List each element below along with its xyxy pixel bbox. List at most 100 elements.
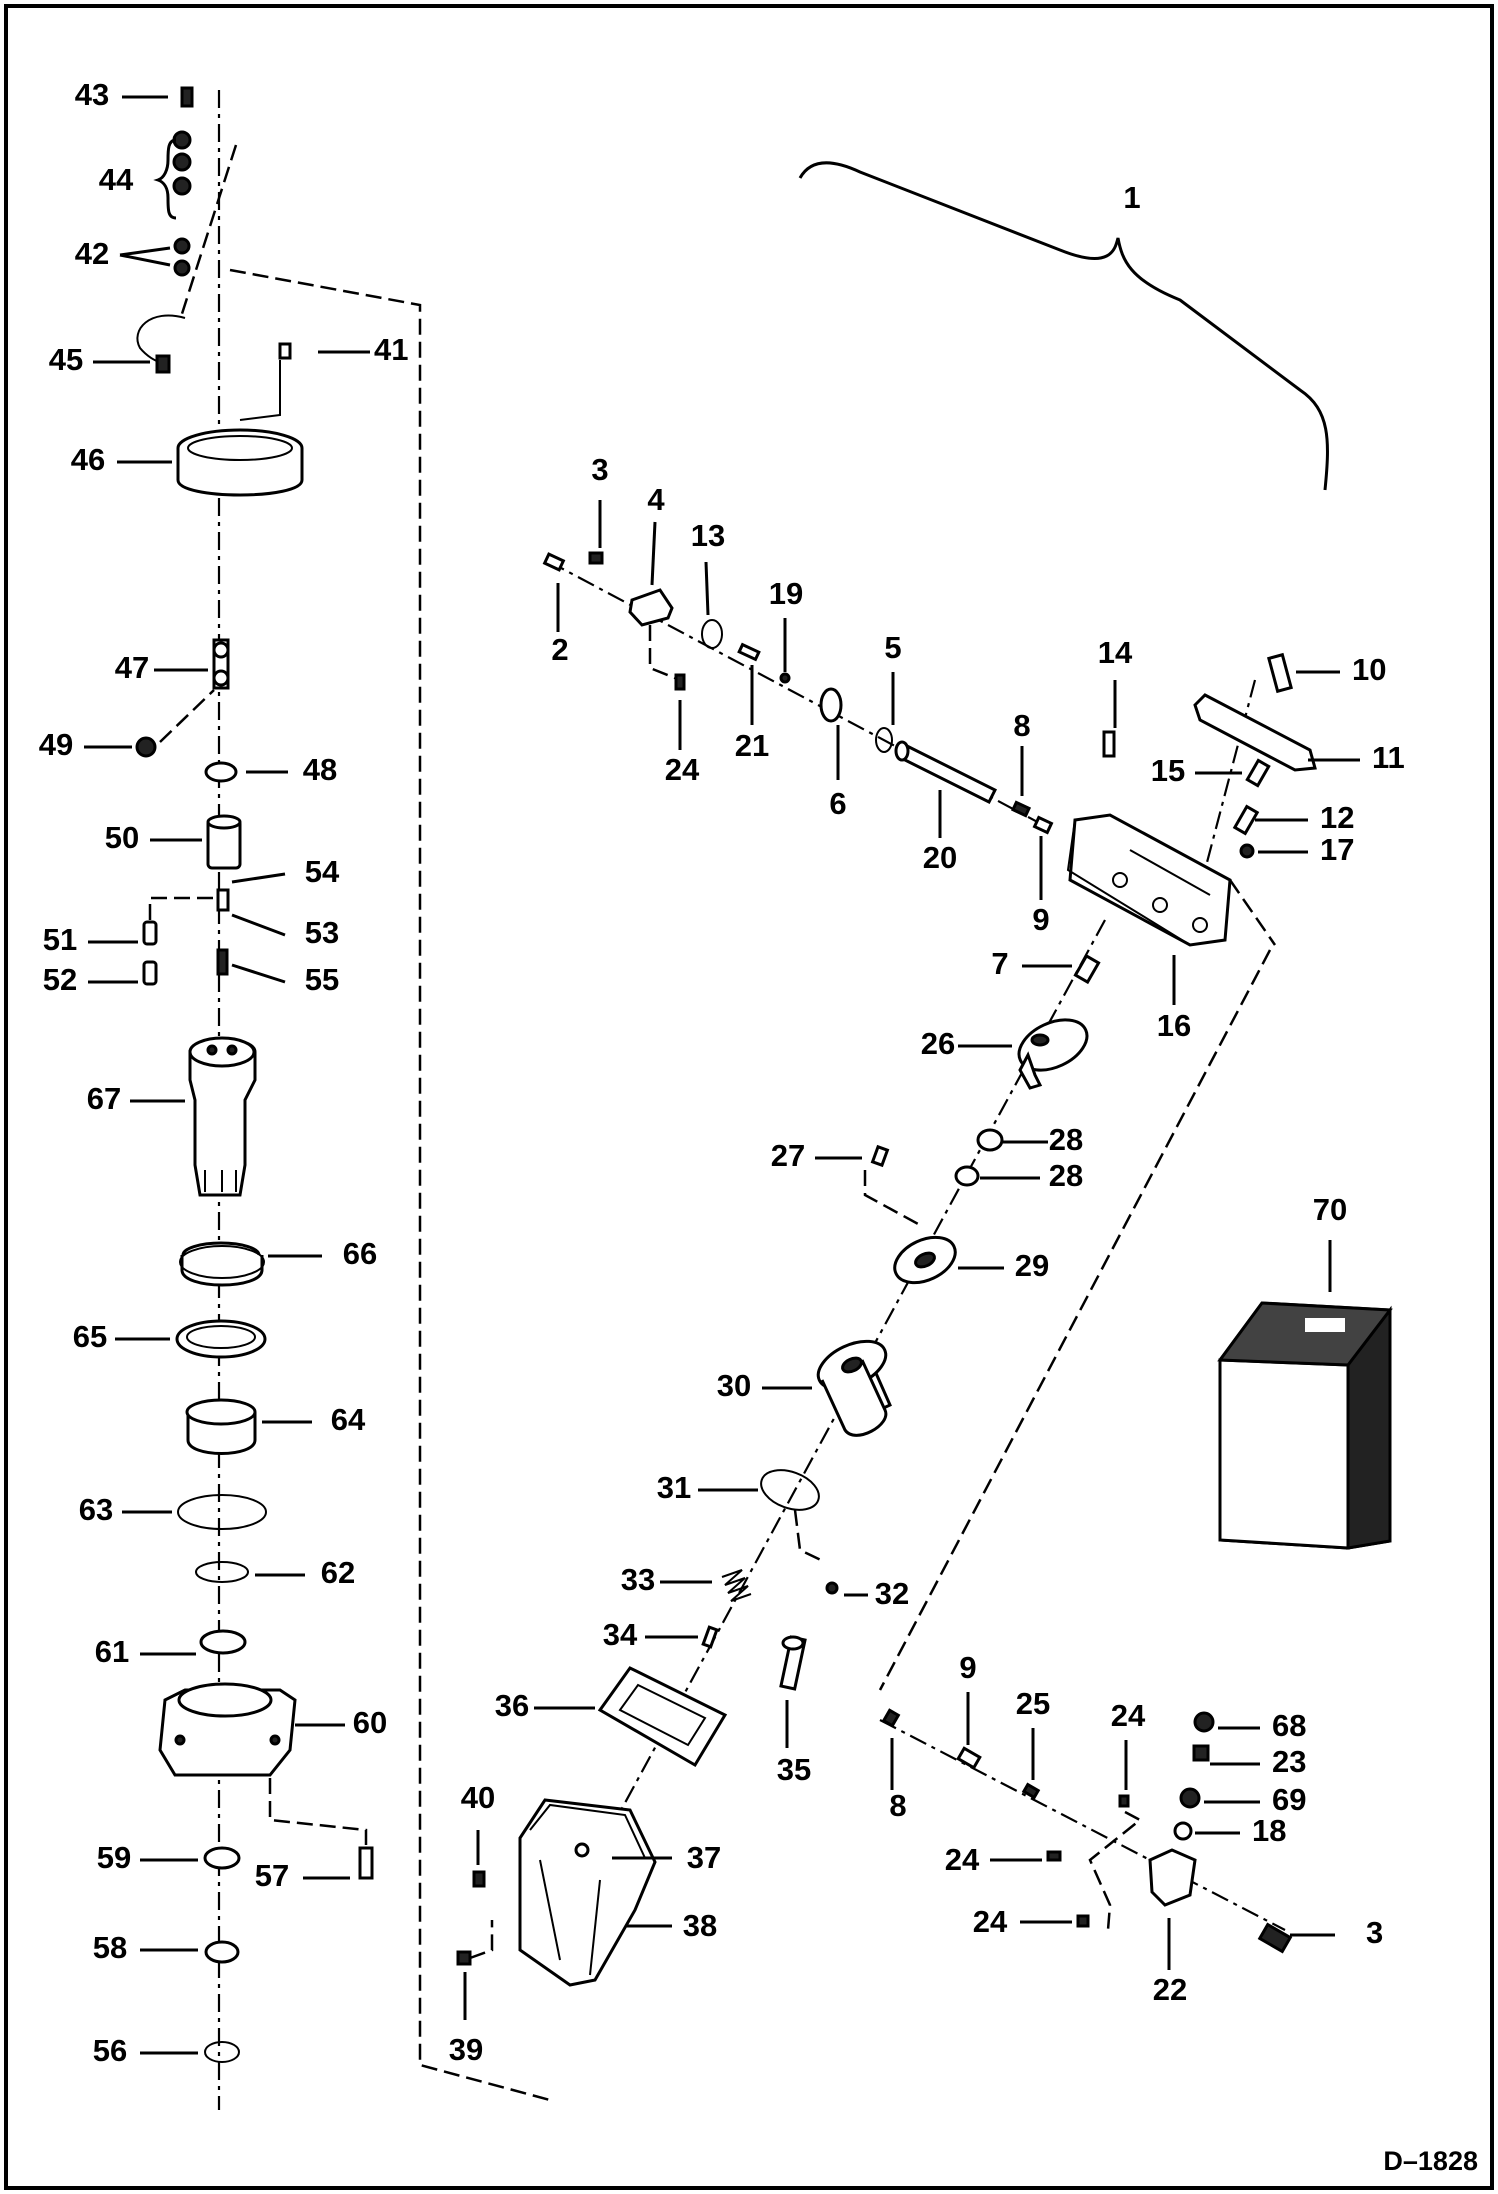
part-60-hole-a [174, 1734, 186, 1746]
part-16-port-c [1192, 917, 1208, 933]
part-3-lower-bolt [1257, 1922, 1293, 1954]
part-44-washer-c [172, 176, 192, 196]
part-59-seal [203, 1846, 241, 1870]
leader-54 [231, 872, 286, 884]
part-12-pin [1232, 804, 1260, 836]
left-outline-dashed [229, 268, 551, 2102]
callout-14: 14 [1098, 635, 1133, 670]
part-39-guide [469, 1920, 494, 1960]
callout-51: 51 [43, 922, 77, 957]
callout-48: 48 [303, 752, 337, 787]
part-16-port-a [1112, 872, 1128, 888]
part-67-head [188, 1036, 256, 1068]
part-38-edge-a [539, 1859, 561, 1961]
callout-30: 30 [717, 1368, 751, 1403]
top-guide-dashed [178, 144, 238, 321]
leader-53 [231, 913, 286, 937]
callout-46: 46 [71, 442, 105, 477]
part-17-ball [1239, 843, 1255, 859]
part-16-port-b [1152, 897, 1168, 913]
part-48-ring [204, 761, 238, 783]
part-15-pin [1245, 758, 1271, 788]
part-24-pin-right [1118, 1794, 1130, 1808]
callout-41: 41 [374, 332, 408, 367]
part-66-edge [179, 1245, 265, 1279]
callout-55: 55 [305, 962, 339, 997]
callout-28a: 28 [1049, 1122, 1083, 1157]
part-32-guide [793, 1509, 826, 1564]
callout-58: 58 [93, 1930, 127, 1965]
callout-4: 4 [647, 482, 665, 517]
callout-61: 61 [95, 1634, 129, 1669]
part-24-guide-top [648, 625, 681, 682]
part-42-ball-b [173, 259, 191, 277]
valve-block-axis [1203, 679, 1257, 871]
callout-3-lower: 3 [1366, 1915, 1383, 1950]
callout-22: 22 [1153, 1972, 1187, 2007]
callout-17: 17 [1320, 832, 1354, 867]
right-outline-dashed-b [1228, 879, 1277, 946]
callout-15: 15 [1151, 753, 1185, 788]
part-32-ball [825, 1581, 839, 1595]
callout-62: 62 [321, 1555, 355, 1590]
callout-10: 10 [1352, 652, 1386, 687]
callout-69: 69 [1272, 1782, 1306, 1817]
part-41-plug [278, 342, 292, 360]
callout-70: 70 [1313, 1192, 1347, 1227]
part-39-plug [456, 1950, 472, 1966]
callout-16: 16 [1157, 1008, 1191, 1043]
callout-36: 36 [495, 1688, 529, 1723]
callout-7: 7 [991, 946, 1008, 981]
callout-11: 11 [1372, 740, 1405, 775]
part-50-top [206, 814, 242, 830]
brace-44 [153, 138, 177, 220]
callout-28b: 28 [1049, 1158, 1083, 1193]
part-25-pin [1021, 1782, 1041, 1800]
callout-8: 8 [1013, 708, 1030, 743]
part-26-shaft [1018, 1051, 1043, 1090]
part-68-cap [1193, 1711, 1215, 1733]
part-70-box-label [1305, 1318, 1345, 1332]
callout-67: 67 [87, 1081, 121, 1116]
callout-43: 43 [75, 77, 109, 112]
part-55-pin [216, 948, 229, 976]
callout-56: 56 [93, 2033, 127, 2068]
right-outline-dashed [878, 949, 1272, 1691]
leader-42a [119, 246, 171, 257]
part-26-hub [1030, 1033, 1050, 1047]
callout-19: 19 [769, 576, 803, 611]
callout-3: 3 [591, 452, 608, 487]
left-assembly [135, 86, 551, 2110]
leader-42b [119, 253, 171, 267]
callout-57: 57 [255, 1858, 289, 1893]
part-70-box-front [1218, 1358, 1350, 1550]
part-57-guide [268, 1778, 368, 1845]
leader-13 [704, 561, 710, 616]
part-69-nut [1179, 1787, 1201, 1809]
callout-65: 65 [73, 1319, 107, 1354]
part-38-housing [518, 1798, 657, 1987]
leader-55 [231, 963, 286, 984]
part-46-ring-body [176, 448, 304, 497]
part-24-pin-mid [1046, 1850, 1062, 1862]
assembly-brace [798, 161, 1329, 491]
callout-60: 60 [353, 1705, 387, 1740]
part-40-plug [472, 1870, 486, 1888]
callout-37: 37 [687, 1840, 721, 1875]
callout-40: 40 [461, 1780, 495, 1815]
part-53-pin [216, 888, 230, 912]
callout-9-lower: 9 [959, 1650, 976, 1685]
callout-9: 9 [1032, 902, 1049, 937]
part-10-bolt [1267, 652, 1293, 694]
part-27-guide [863, 1170, 921, 1227]
part-41-leader-dash [239, 360, 281, 421]
part-2-bolt [542, 552, 566, 572]
callout-24-low: 24 [973, 1904, 1008, 1939]
part-67-hole-b [226, 1044, 238, 1056]
callout-21: 21 [735, 728, 769, 763]
callout-47: 47 [115, 650, 149, 685]
callout-12: 12 [1320, 800, 1354, 835]
part-19-ball [779, 672, 791, 684]
